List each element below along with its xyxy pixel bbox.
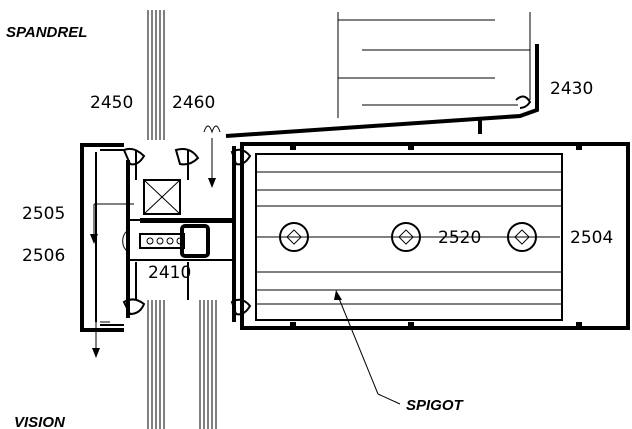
gaskets-top <box>122 147 252 180</box>
upper-glass-lite <box>147 10 165 140</box>
leader-2505 <box>90 203 134 244</box>
callout-2450: 2450 <box>90 93 133 113</box>
mullion-frame <box>126 146 236 322</box>
spandrel-panel <box>337 12 531 118</box>
callout-2504: 2504 <box>570 228 613 248</box>
callout-2520: 2520 <box>438 228 481 248</box>
leader-2460 <box>203 125 221 188</box>
spigot-housing <box>240 142 630 330</box>
vision-label: VISION <box>14 414 66 429</box>
leader-2506 <box>92 321 110 358</box>
leader-spigot <box>334 290 401 405</box>
spigot-label: SPIGOT <box>406 397 465 414</box>
lower-glass-lite-outer <box>147 300 165 429</box>
setting-block <box>143 179 181 215</box>
fastener-1 <box>279 222 309 252</box>
callout-2506: 2506 <box>22 246 65 266</box>
spandrel-label: SPANDREL <box>6 24 87 41</box>
pressure-cover <box>80 143 124 332</box>
back-pan-flashing <box>225 44 539 138</box>
gaskets-bottom <box>122 262 252 316</box>
callout-2430: 2430 <box>550 79 593 99</box>
callout-2410: 2410 <box>148 263 191 283</box>
lower-glass-lite-inner <box>199 300 217 429</box>
callout-2460: 2460 <box>172 93 215 113</box>
callout-2505: 2505 <box>22 204 65 224</box>
thermal-break <box>122 224 210 258</box>
